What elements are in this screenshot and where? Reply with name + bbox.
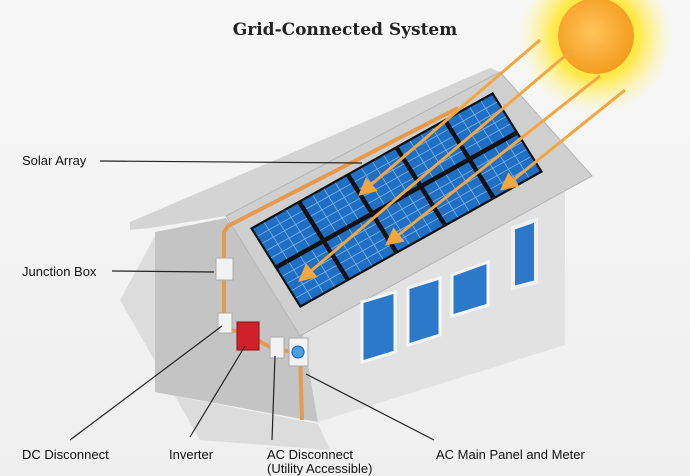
inverter-box [236,321,260,351]
panel-cell-line [397,201,421,239]
panel-cell-line [275,216,299,253]
panel-cell-line [257,210,303,237]
label-junction-box: Junction Box [22,264,97,279]
door [511,217,538,291]
window [450,259,490,319]
conduit [222,106,459,262]
panel-cell-line [368,177,414,204]
panel-cell-line [334,182,359,220]
panel-cell-line [337,235,361,272]
panel-cell-line [372,161,396,199]
panel-cell-line [428,169,474,195]
panel-cell-line [266,225,312,251]
sun-icon [558,0,634,74]
dc-disconnect-box [217,312,233,334]
house-shadow [120,236,330,450]
panel-cell-line [386,207,410,245]
panel-cell-line [312,195,336,232]
ac-disconnect-box [269,336,285,359]
sun-ray [499,88,626,191]
panel-cell-line [319,205,365,231]
panel-cell-line [315,197,361,224]
panel-cell-line [457,168,481,205]
panel-cell-line [485,156,532,183]
panel-cell-line [432,128,456,165]
panel-cell-line [335,230,381,257]
panel-cell-line [384,203,430,230]
label-ac-disconnect: AC Disconnect [267,447,353,462]
meter-icon [291,345,305,359]
panel-cell-line [437,183,483,210]
panel-cell-line [465,123,511,150]
panel-cell-line [420,134,445,172]
sun-ray [358,38,541,196]
junction-box [215,257,234,281]
panel-cell-line [434,180,459,218]
label-ac-main-panel: AC Main Panel and Meter [436,447,585,462]
panel-cell-line [407,136,453,163]
window [406,275,442,348]
panel-cell-line [451,101,497,128]
panel-cell-line [310,190,356,217]
panel-cell-line [306,183,352,210]
panel-cell-line [261,217,308,244]
panel-cell-line [445,174,470,212]
gable-wall [155,218,318,422]
panel-cell-line [323,188,348,226]
window [360,289,397,365]
panel-cell-line [379,196,425,223]
panel-cell-line [271,232,317,259]
panel-cell-line [383,155,407,193]
panel-cell-line [412,143,458,170]
panel-cell-line [408,195,432,233]
back-roof [130,68,500,230]
label-ac-disconnect-note: (Utility Accessible) [267,461,373,476]
panel-cell-line [263,222,288,259]
panel-cell-line [340,237,386,264]
panel-cell-line [286,209,310,247]
label-inverter: Inverter [169,447,214,462]
sun-ray [384,74,601,246]
label-dc-disconnect: DC Disconnect [22,447,109,462]
panel-cell-line [481,149,527,175]
panel-cell-line [344,245,390,271]
sun-ray [298,48,573,282]
label-solar-array: Solar Array [22,153,87,168]
panel-cell-line [458,113,482,151]
panel-cell-line [359,222,384,260]
panel-cell-line [296,272,342,299]
panel-cell-line [456,109,502,135]
leader-lines [69,160,435,441]
panel-cell-line [441,190,487,217]
page-title: Grid-Connected System [232,20,458,40]
panel-cell-line [311,249,335,287]
